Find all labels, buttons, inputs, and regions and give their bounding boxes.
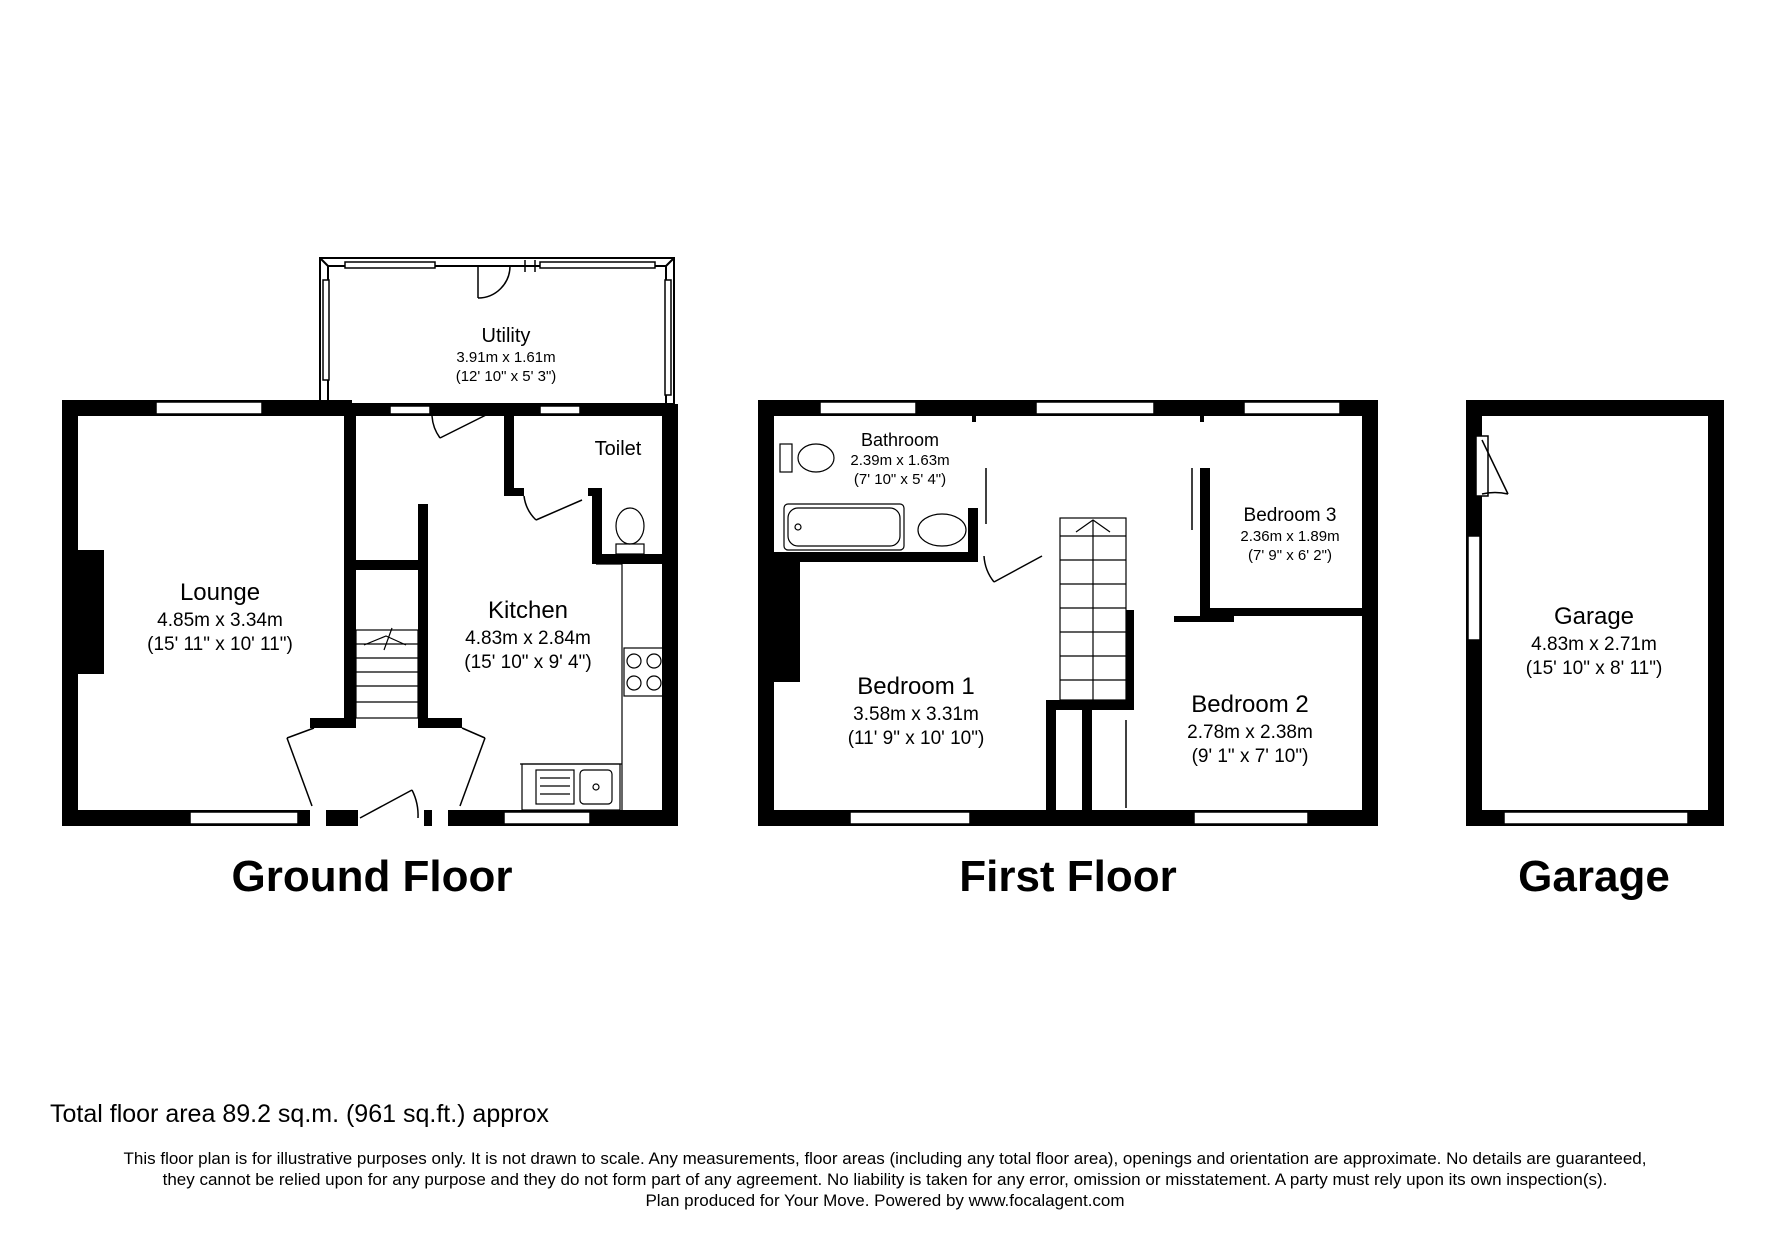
ground-floor-doors: [286, 411, 583, 819]
bathroom-metric: 2.39m x 1.63m: [850, 452, 949, 469]
garage-imperial: (15' 10" x 8' 11"): [1526, 658, 1663, 679]
bathroom-fittings: [783, 503, 905, 551]
bedroom3-name: Bedroom 3: [1244, 505, 1337, 526]
disclaimer-line-1: This floor plan is for illustrative purp…: [123, 1149, 1647, 1168]
first-floor-stairs: [1059, 517, 1127, 701]
garage-openings: [1467, 435, 1689, 825]
garage-name: Garage: [1554, 603, 1634, 630]
garage-title: Garage: [1518, 852, 1670, 901]
bathroom-name: Bathroom: [861, 430, 939, 450]
disclaimer-line-2: they cannot be relied upon for any purpo…: [162, 1170, 1608, 1189]
bedroom3-metric: 2.36m x 1.89m: [1240, 528, 1339, 545]
bedroom1-metric: 3.58m x 3.31m: [853, 704, 979, 725]
plan-credit: Plan produced for Your Move. Powered by …: [645, 1191, 1125, 1210]
lounge-metric: 4.85m x 3.34m: [157, 610, 283, 631]
first-floor-plan: [758, 400, 1378, 826]
lounge-name: Lounge: [180, 579, 260, 606]
bedroom1-imperial: (11' 9" x 10' 10"): [848, 728, 985, 749]
bedroom2-imperial: (9' 1" x 7' 10"): [1192, 746, 1309, 767]
ground-floor-windows: [155, 401, 591, 825]
bedroom1-name: Bedroom 1: [857, 673, 974, 700]
first-floor-title: First Floor: [959, 852, 1177, 901]
garage-side-door: [1481, 439, 1509, 495]
bedroom2-name: Bedroom 2: [1191, 691, 1308, 718]
disclaimer: This floor plan is for illustrative purp…: [40, 1148, 1730, 1211]
bedroom3-imperial: (7' 9" x 6' 2"): [1248, 547, 1332, 564]
bathroom-imperial: (7' 10" x 5' 4"): [854, 471, 946, 488]
ground-floor-openings: [310, 809, 448, 827]
ground-floor-title: Ground Floor: [231, 852, 513, 901]
cooker-hob-icon: [626, 653, 662, 691]
ground-floor-stairs: [355, 627, 419, 719]
basin-icon: [917, 513, 967, 547]
kitchen-metric: 4.83m x 2.84m: [465, 628, 591, 649]
utility-metric: 3.91m x 1.61m: [456, 349, 555, 366]
utility-imperial: (12' 10" x 5' 3"): [456, 368, 557, 385]
utility-windows: [322, 261, 672, 396]
first-floor-doors: [983, 468, 1193, 808]
garage-metric: 4.83m x 2.71m: [1531, 634, 1657, 655]
total-floor-area: Total floor area 89.2 sq.m. (961 sq.ft.)…: [50, 1100, 549, 1128]
lounge-imperial: (15' 11" x 10' 11"): [147, 634, 293, 655]
kitchen-fittings: [520, 563, 665, 812]
toilet-icon: [615, 507, 645, 555]
utility-name: Utility: [482, 325, 531, 347]
garage-plan: [1466, 400, 1724, 826]
sink-icon: [535, 769, 613, 805]
ground-floor-walls: [62, 400, 678, 826]
bathroom-toilet-icon: [779, 443, 835, 473]
ground-floor-plan: [62, 257, 678, 827]
bedroom2-metric: 2.78m x 2.38m: [1187, 722, 1313, 743]
toilet-name: Toilet: [595, 438, 642, 460]
kitchen-name: Kitchen: [488, 597, 568, 624]
first-floor-windows: [819, 401, 1341, 825]
kitchen-imperial: (15' 10" x 9' 4"): [464, 652, 591, 673]
utility-door: [477, 260, 536, 299]
